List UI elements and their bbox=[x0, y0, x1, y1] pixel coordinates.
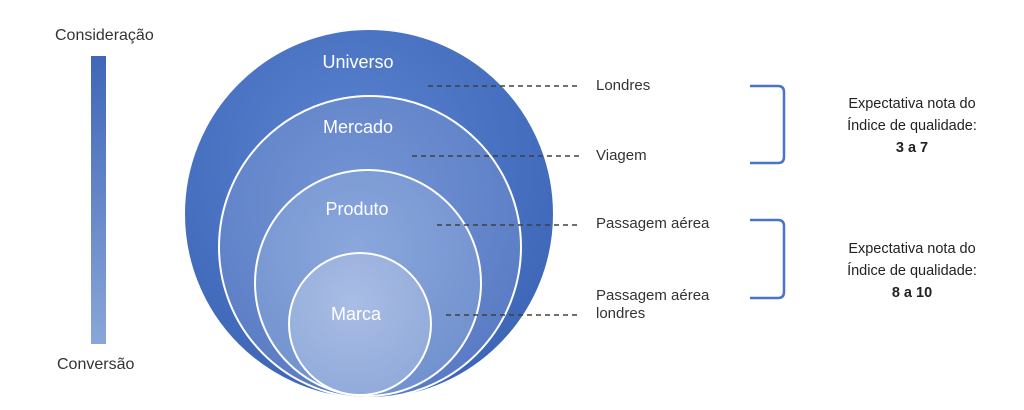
example-londres: Londres bbox=[596, 77, 651, 94]
note-range: 8 a 10 bbox=[891, 285, 933, 301]
bracket-bottom bbox=[750, 218, 786, 300]
note-line-2: Índice de qualidade: bbox=[847, 263, 977, 279]
note-line-2: Índice de qualidade: bbox=[847, 118, 977, 134]
quality-note-top: Expectativa nota do Índice de qualidade:… bbox=[812, 93, 1012, 159]
note-line-1: Expectativa nota do bbox=[848, 241, 976, 257]
example-line-2: londres bbox=[596, 305, 646, 322]
scale-bar bbox=[91, 56, 106, 344]
ring-marca bbox=[288, 252, 432, 396]
quality-note-bottom: Expectativa nota do Índice de qualidade:… bbox=[812, 238, 1012, 304]
example-passagem-aerea-londres: Passagem aérea londres bbox=[596, 287, 709, 323]
bracket-top bbox=[750, 84, 786, 165]
scale-bottom-label: Conversão bbox=[57, 356, 135, 373]
scale-top-label: Consideração bbox=[55, 27, 154, 44]
ring-label-produto: Produto bbox=[325, 199, 389, 219]
note-line-1: Expectativa nota do bbox=[848, 96, 976, 112]
example-viagem: Viagem bbox=[596, 147, 647, 164]
ring-label-marca: Marca bbox=[330, 304, 382, 324]
ring-label-mercado: Mercado bbox=[322, 117, 394, 137]
example-passagem-aerea: Passagem aérea bbox=[596, 215, 710, 232]
ring-label-universo: Universo bbox=[322, 52, 394, 72]
note-range: 3 a 7 bbox=[895, 140, 929, 156]
example-line-1: Passagem aérea bbox=[596, 287, 710, 304]
